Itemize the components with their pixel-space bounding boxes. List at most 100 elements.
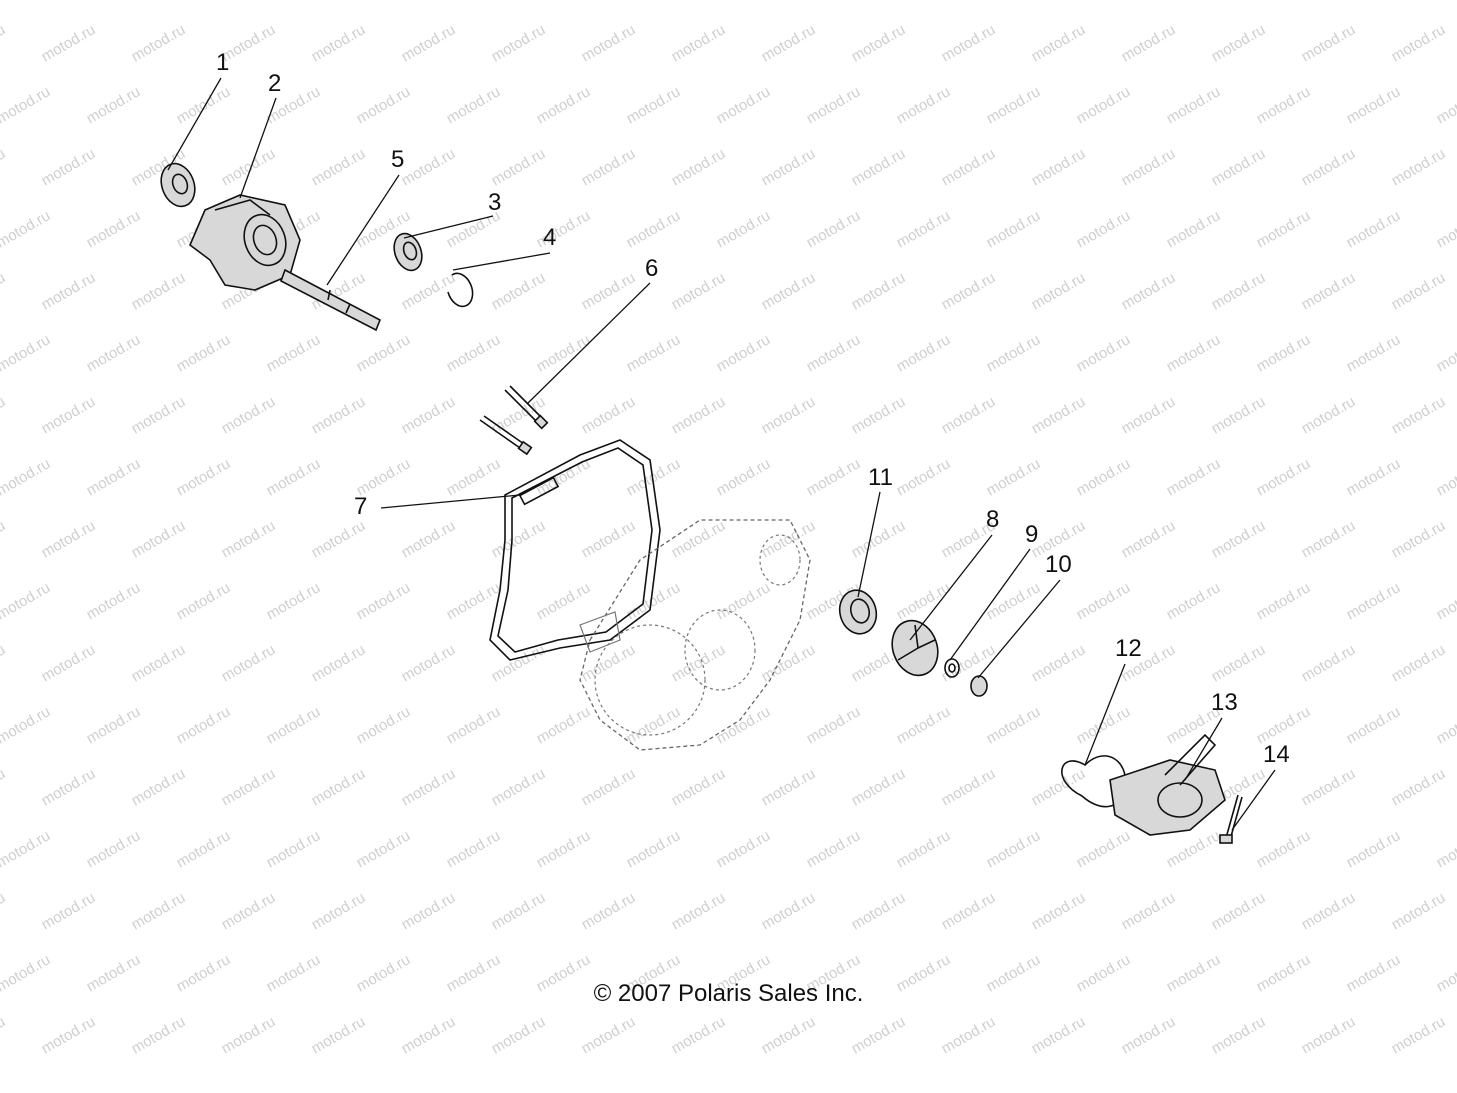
watermark-text: motod.ru bbox=[1389, 765, 1449, 809]
watermark-text: motod.ru bbox=[84, 0, 144, 3]
part-13-drawing bbox=[1109, 733, 1226, 836]
watermark-text: motod.ru bbox=[399, 889, 459, 933]
watermark-text: motod.ru bbox=[534, 703, 594, 747]
watermark-text: motod.ru bbox=[1119, 393, 1179, 437]
watermark-text: motod.ru bbox=[1389, 393, 1449, 437]
watermark-text: motod.ru bbox=[1389, 269, 1449, 313]
watermark-text: motod.ru bbox=[1164, 83, 1224, 127]
part-11-drawing bbox=[838, 589, 878, 635]
watermark-text: motod.ru bbox=[669, 21, 729, 65]
watermark-text: motod.ru bbox=[714, 0, 774, 3]
watermark-text: motod.ru bbox=[219, 1013, 279, 1057]
watermark-text: motod.ru bbox=[1209, 269, 1269, 313]
watermark-text: motod.ru bbox=[1389, 517, 1449, 561]
watermark-text: motod.ru bbox=[0, 827, 53, 871]
watermark-text: motod.ru bbox=[399, 269, 459, 313]
watermark-text: motod.ru bbox=[0, 579, 53, 623]
watermark-text: motod.ru bbox=[714, 331, 774, 375]
watermark-text: motod.ru bbox=[354, 83, 414, 127]
watermark-text: motod.ru bbox=[309, 393, 369, 437]
watermark-text: motod.ru bbox=[309, 21, 369, 65]
watermark-text: motod.ru bbox=[534, 83, 594, 127]
watermark-text: motod.ru bbox=[714, 455, 774, 499]
watermark-text: motod.ru bbox=[939, 21, 999, 65]
watermark-text: motod.ru bbox=[1299, 269, 1359, 313]
watermark-text: motod.ru bbox=[1074, 0, 1134, 3]
watermark-text: motod.ru bbox=[1074, 83, 1134, 127]
engine-case-drawing bbox=[579, 519, 811, 751]
watermark-text: motod.ru bbox=[39, 393, 99, 437]
watermark-text: motod.ru bbox=[1299, 145, 1359, 189]
watermark-text: motod.ru bbox=[0, 83, 53, 127]
part-5-drawing bbox=[280, 268, 382, 332]
watermark-text: motod.ru bbox=[1389, 641, 1449, 685]
watermark-text: motod.ru bbox=[399, 393, 459, 437]
part-10-drawing bbox=[970, 675, 988, 697]
watermark-text: motod.ru bbox=[1119, 269, 1179, 313]
watermark-text: motod.ru bbox=[39, 765, 99, 809]
watermark-text: motod.ru bbox=[1074, 455, 1134, 499]
watermark-text: motod.ru bbox=[1029, 21, 1089, 65]
callout-14: 14 bbox=[1263, 741, 1290, 768]
watermark-text: motod.ru bbox=[0, 455, 53, 499]
watermark-text: motod.ru bbox=[39, 1013, 99, 1057]
watermark-text: motod.ru bbox=[534, 827, 594, 871]
watermark-text: motod.ru bbox=[804, 331, 864, 375]
watermark-text: motod.ru bbox=[0, 703, 53, 747]
part-3-drawing bbox=[393, 232, 423, 272]
watermark-text: motod.ru bbox=[309, 641, 369, 685]
callout-9: 9 bbox=[1025, 521, 1038, 548]
watermark-text: motod.ru bbox=[444, 827, 504, 871]
watermark-text: motod.ru bbox=[1434, 83, 1457, 127]
part-9-drawing bbox=[944, 658, 960, 678]
callout-2: 2 bbox=[268, 70, 281, 97]
watermark-text: motod.ru bbox=[714, 83, 774, 127]
part-1-drawing bbox=[160, 162, 196, 208]
watermark-text: motod.ru bbox=[129, 517, 189, 561]
watermark-text: motod.ru bbox=[264, 703, 324, 747]
watermark-text: motod.ru bbox=[1434, 455, 1457, 499]
watermark-text: motod.ru bbox=[984, 703, 1044, 747]
watermark-text: motod.ru bbox=[174, 331, 234, 375]
watermark-text: motod.ru bbox=[174, 83, 234, 127]
watermark-text: motod.ru bbox=[489, 517, 549, 561]
watermark-text: motod.ru bbox=[39, 145, 99, 189]
watermark-text: motod.ru bbox=[1254, 827, 1314, 871]
watermark-text: motod.ru bbox=[1299, 641, 1359, 685]
watermark-text: motod.ru bbox=[624, 827, 684, 871]
watermark-text: motod.ru bbox=[1209, 145, 1269, 189]
watermark-text: motod.ru bbox=[444, 83, 504, 127]
watermark-text: motod.ru bbox=[1344, 331, 1404, 375]
watermark-text: motod.ru bbox=[1389, 21, 1449, 65]
part-14-drawing bbox=[1219, 794, 1243, 844]
watermark-text: motod.ru bbox=[0, 765, 8, 809]
watermark-text: motod.ru bbox=[714, 703, 774, 747]
watermark-text: motod.ru bbox=[444, 331, 504, 375]
watermark-text: motod.ru bbox=[939, 641, 999, 685]
watermark-text: motod.ru bbox=[1164, 0, 1224, 3]
watermark-text: motod.ru bbox=[1029, 393, 1089, 437]
watermark-text: motod.ru bbox=[264, 455, 324, 499]
watermark-text: motod.ru bbox=[1434, 703, 1457, 747]
watermark-text: motod.ru bbox=[1299, 889, 1359, 933]
watermark-text: motod.ru bbox=[174, 703, 234, 747]
watermark-text: motod.ru bbox=[759, 641, 819, 685]
watermark-text: motod.ru bbox=[219, 393, 279, 437]
watermark-text: motod.ru bbox=[1434, 579, 1457, 623]
watermark-text: motod.ru bbox=[84, 207, 144, 251]
watermark-text: motod.ru bbox=[939, 393, 999, 437]
watermark-text: motod.ru bbox=[894, 83, 954, 127]
part-4-drawing bbox=[447, 272, 474, 308]
watermark-text: motod.ru bbox=[1434, 207, 1457, 251]
watermark-text: motod.ru bbox=[489, 765, 549, 809]
watermark-text: motod.ru bbox=[309, 1013, 369, 1057]
watermark-text: motod.ru bbox=[0, 1013, 8, 1057]
watermark-text: motod.ru bbox=[1164, 207, 1224, 251]
watermark-text: motod.ru bbox=[1074, 827, 1134, 871]
watermark-text: motod.ru bbox=[579, 21, 639, 65]
watermark-text: motod.ru bbox=[1344, 827, 1404, 871]
watermark-text: motod.ru bbox=[579, 889, 639, 933]
watermark-text: motod.ru bbox=[129, 889, 189, 933]
watermark-text: motod.ru bbox=[219, 641, 279, 685]
